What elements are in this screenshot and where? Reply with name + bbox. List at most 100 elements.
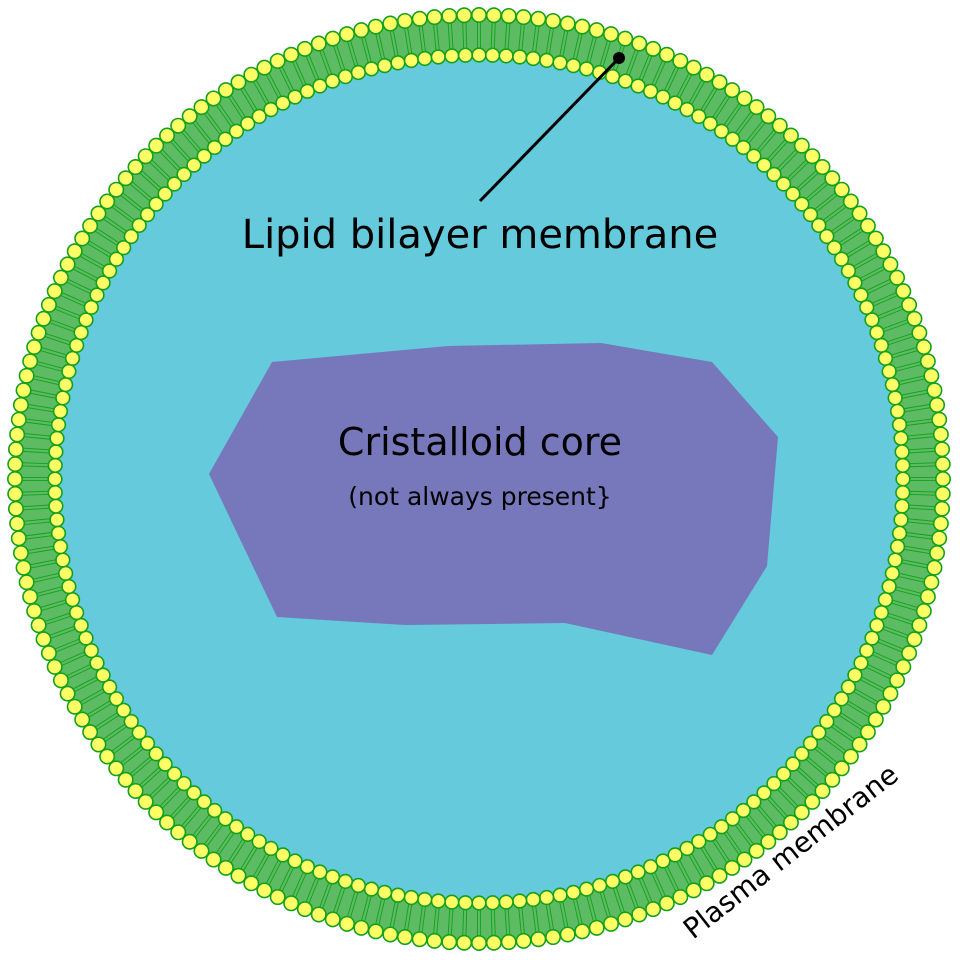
lipid-head-inner bbox=[833, 251, 850, 267]
lipid-head-outer bbox=[52, 269, 69, 286]
lipid-head-inner bbox=[893, 512, 909, 528]
lipid-head-outer bbox=[205, 90, 222, 107]
lipid-head-outer bbox=[926, 559, 943, 576]
lipid-head-outer bbox=[338, 26, 355, 43]
lipid-head-outer bbox=[66, 243, 83, 260]
lipid-head-outer bbox=[934, 500, 951, 517]
lipid-head-inner bbox=[893, 430, 909, 446]
lipid-head-outer bbox=[793, 137, 810, 154]
lipid-head-outer bbox=[243, 66, 260, 83]
lipid-head-inner bbox=[853, 655, 869, 671]
lipid-head-outer bbox=[170, 117, 187, 134]
cristalloid-core bbox=[209, 343, 778, 655]
lipid-head-outer bbox=[895, 658, 912, 675]
lipid-head-inner bbox=[746, 148, 762, 164]
lipid-head-inner bbox=[802, 207, 819, 223]
lipid-head-inner bbox=[57, 377, 74, 393]
lipid-head-inner bbox=[166, 176, 183, 192]
lipid-head-inner bbox=[811, 217, 827, 234]
lipid-head-inner bbox=[196, 794, 212, 810]
lipid-head-outer bbox=[617, 911, 634, 928]
lipid-head-inner bbox=[116, 240, 132, 256]
lipid-head-outer bbox=[382, 926, 399, 943]
lipid-head-outer bbox=[574, 923, 591, 940]
lipid-head-outer bbox=[243, 875, 260, 892]
lipid-head-inner bbox=[873, 337, 890, 354]
lipid-head-outer bbox=[833, 760, 850, 777]
lipid-head-outer bbox=[685, 882, 702, 899]
lipid-head-outer bbox=[456, 934, 473, 951]
lipid-head-outer bbox=[588, 919, 605, 936]
lipid-head-outer bbox=[485, 7, 502, 24]
lipid-head-outer bbox=[46, 283, 63, 300]
lipid-head-outer bbox=[923, 367, 940, 384]
lipid-head-outer bbox=[931, 411, 948, 428]
lipid-head-inner bbox=[108, 691, 125, 707]
lipid-head-inner bbox=[869, 324, 885, 341]
lipid-head-inner bbox=[895, 484, 911, 501]
lipid-head-inner bbox=[891, 525, 908, 541]
lipid-head-outer bbox=[411, 10, 428, 27]
lipid-head-inner bbox=[471, 47, 487, 63]
lipid-head-inner bbox=[565, 884, 581, 901]
lipid-head-inner bbox=[363, 61, 380, 77]
lipid-head-outer bbox=[10, 411, 27, 428]
lipid-head-inner bbox=[746, 794, 762, 810]
lipid-head-outer bbox=[82, 724, 99, 741]
lipid-head-outer bbox=[59, 256, 76, 273]
lipid-head-inner bbox=[691, 833, 707, 850]
lipid-head-inner bbox=[186, 785, 202, 801]
lipid-head-outer bbox=[645, 40, 662, 57]
lipid-head-outer bbox=[99, 193, 116, 210]
lipid-head-inner bbox=[869, 617, 885, 634]
lipid-head-inner bbox=[217, 811, 234, 827]
lipid-head-outer bbox=[52, 672, 69, 689]
lipid-head-inner bbox=[498, 894, 514, 910]
lipid-head-outer bbox=[217, 859, 234, 876]
lipid-head-inner bbox=[887, 552, 903, 568]
lipid-head-outer bbox=[193, 99, 210, 116]
lipid-head-inner bbox=[49, 512, 65, 528]
lipid-head-inner bbox=[275, 847, 291, 863]
lipid-head-outer bbox=[338, 915, 355, 932]
lipid-head-outer bbox=[269, 52, 286, 69]
lipid-head-outer bbox=[931, 530, 948, 547]
lipid-head-outer bbox=[269, 889, 286, 906]
lipid-head-inner bbox=[64, 591, 81, 608]
lipid-head-inner bbox=[895, 457, 911, 474]
lipid-head-outer bbox=[574, 18, 591, 35]
lipid-head-outer bbox=[18, 367, 35, 384]
lipid-head-inner bbox=[123, 228, 139, 245]
lipid-head-inner bbox=[604, 873, 621, 890]
lipid-head-outer bbox=[851, 736, 868, 753]
lipid-head-inner bbox=[157, 756, 173, 772]
lipid-head-outer bbox=[230, 74, 247, 91]
lipid-head-outer bbox=[932, 515, 949, 532]
lipid-head-inner bbox=[89, 655, 105, 671]
lipid-head-outer bbox=[7, 441, 24, 458]
lipid-head-outer bbox=[99, 748, 116, 765]
lipid-head-inner bbox=[73, 617, 89, 634]
lipid-head-inner bbox=[756, 785, 772, 801]
lipid-head-inner bbox=[55, 390, 71, 406]
lipid-head-inner bbox=[350, 64, 367, 81]
lipid-head-inner bbox=[766, 166, 782, 183]
lipid-head-inner bbox=[101, 679, 118, 695]
lipid-head-inner bbox=[539, 52, 555, 69]
lipid-head-outer bbox=[353, 22, 370, 39]
lipid-head-outer bbox=[217, 82, 234, 99]
lipid-head-outer bbox=[895, 283, 912, 300]
lipid-head-outer bbox=[74, 711, 91, 728]
lipid-head-outer bbox=[915, 338, 932, 355]
lipid-head-outer bbox=[35, 310, 52, 327]
lipid-head-inner bbox=[57, 565, 74, 581]
lipid-head-outer bbox=[685, 59, 702, 76]
lipid-head-inner bbox=[312, 78, 328, 94]
lipid-head-inner bbox=[390, 55, 406, 71]
lipid-head-inner bbox=[61, 578, 77, 595]
lipid-head-outer bbox=[230, 867, 247, 884]
lipid-head-outer bbox=[148, 804, 165, 821]
lipid-head-inner bbox=[83, 299, 99, 316]
lipid-head-outer bbox=[46, 658, 63, 675]
lipid-head-outer bbox=[804, 148, 821, 165]
